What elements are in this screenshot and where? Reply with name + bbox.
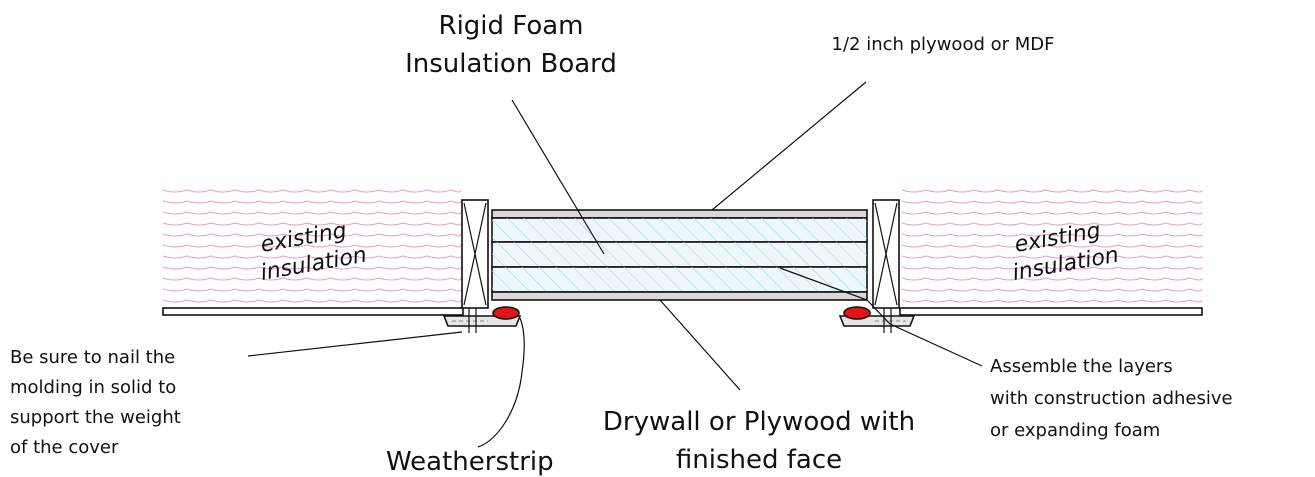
framing-joist-right [872,199,900,309]
insulation-wave-line [901,266,1203,270]
insulation-wave-line [162,200,462,204]
insulation-wave-line [162,255,462,259]
leader-weatherstrip [477,317,525,448]
insulation-wave-line [162,244,462,248]
ceiling-right [899,307,1203,316]
insulation-wave-line [901,233,1203,237]
plywood-top-layer [491,209,868,219]
drywall-label-line2: finished face [676,445,842,475]
insulation-wave-line [162,299,462,303]
nail-note-line4: of the cover [10,437,119,458]
assemble-note-line2: with construction adhesive [990,388,1233,409]
leader-assemble [779,267,983,367]
leader-drywall [659,299,741,391]
insulation-wave-line [162,211,462,215]
insulation-wave-line [901,211,1203,215]
drywall-bottom-layer [491,291,868,301]
insulation-wave-line [162,288,462,292]
insulation-wave-line [901,277,1203,281]
weatherstrip-left [492,306,520,320]
leader-plywood [711,81,867,211]
insulation-wave-line [162,277,462,281]
nail-note-line2: molding in solid to [10,377,176,398]
insulation-wave-line [901,288,1203,292]
assemble-note-line3: or expanding foam [990,420,1160,441]
insulation-wave-line [901,299,1203,303]
insulation-wave-line [901,222,1203,226]
insulation-wave-line [162,222,462,226]
drywall-label-line1: Drywall or Plywood with [603,407,915,437]
insulation-wave-line [162,233,462,237]
existing-insulation-left [162,189,462,303]
existing-insulation-right [901,189,1203,303]
ceiling-left [162,307,464,316]
insulation-wave-line [901,189,1203,193]
leader-rigid-foam [511,99,605,255]
attic-cover-assembly [491,209,868,301]
insulation-wave-line [162,189,462,193]
plywood-mdf-label: 1/2 inch plywood or MDF [832,34,1055,55]
framing-joist-left [461,199,489,309]
rigid-foam-label-line1: Rigid Foam [439,11,584,41]
insulation-wave-line [162,266,462,270]
assemble-note-line1: Assemble the layers [990,356,1173,377]
insulation-wave-line [901,255,1203,259]
nail-note-line1: Be sure to nail the [10,347,175,368]
nail-note-line3: support the weight [10,407,181,428]
insulation-wave-line [901,200,1203,204]
leader-nail [247,331,463,357]
insulation-wave-line [901,244,1203,248]
weatherstrip-right [843,306,871,320]
rigid-foam-label-line2: Insulation Board [405,49,617,79]
weatherstrip-label: Weatherstrip [386,447,554,477]
